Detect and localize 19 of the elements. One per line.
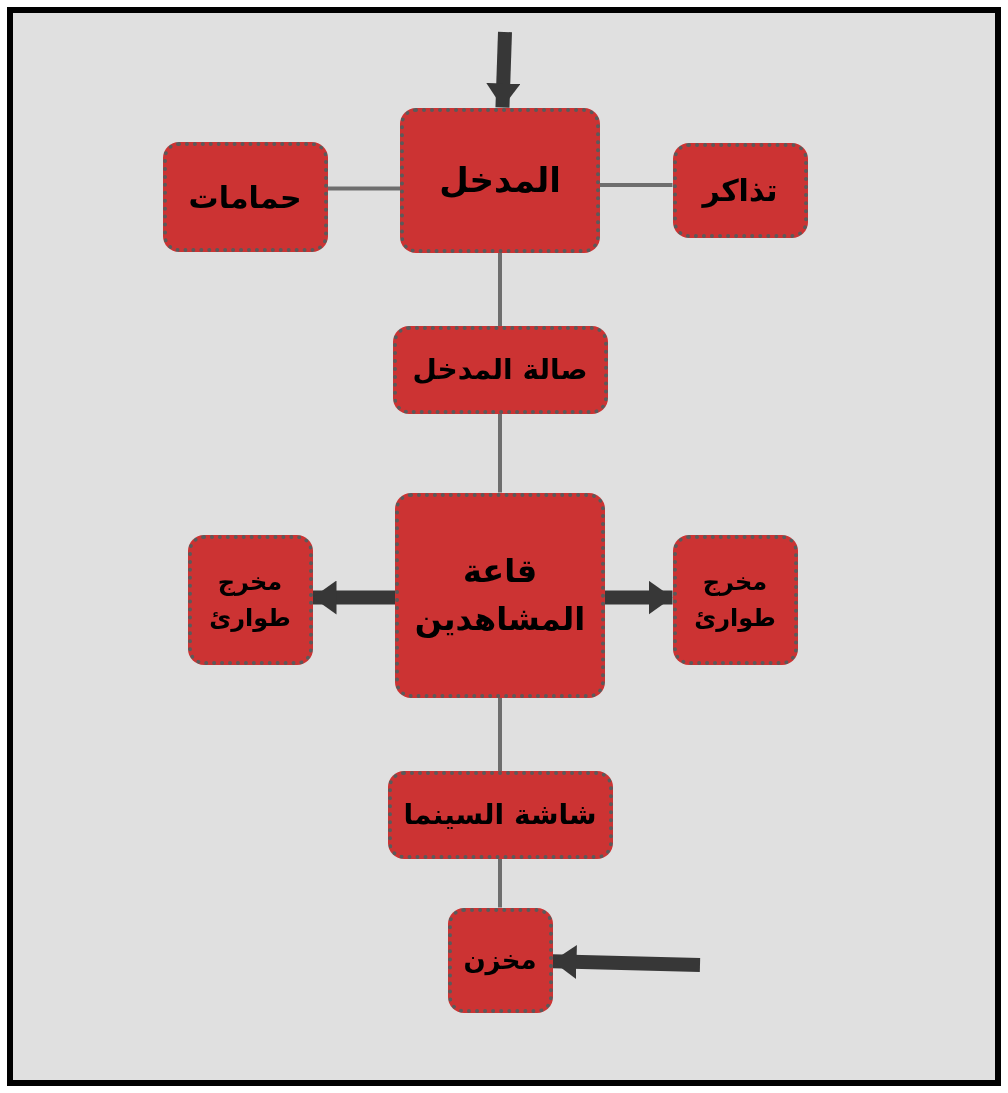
room-box: مخرج طوارئ (672, 535, 798, 665)
room-box: صالة المدخل (392, 326, 608, 414)
room-box: المدخل (400, 107, 600, 253)
connector (327, 186, 400, 191)
room-box: تذاكر (672, 142, 808, 238)
arrow (605, 580, 673, 615)
room-box: مخرج طوارئ (187, 535, 313, 665)
connector (600, 183, 673, 187)
arrow (486, 31, 521, 108)
room-box: قاعة المشاهدين (395, 492, 605, 698)
connector (498, 697, 502, 771)
room-box: حمامات (162, 142, 328, 252)
connector (498, 859, 502, 908)
connector (498, 252, 502, 326)
arrow (552, 944, 701, 979)
connector (498, 414, 502, 493)
room-box: مخزن (447, 907, 553, 1013)
arrow (312, 580, 395, 615)
room-box: شاشة السينما (387, 771, 613, 859)
